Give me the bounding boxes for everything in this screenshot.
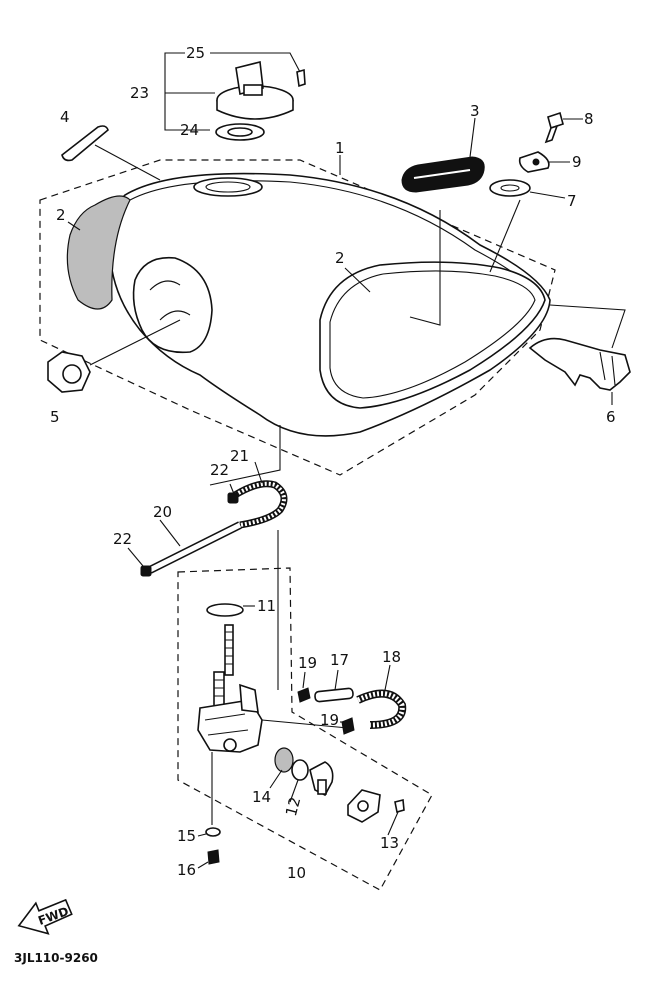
callout-8: 8 — [584, 110, 594, 128]
cock-lever — [309, 761, 334, 797]
callout-15: 15 — [177, 827, 196, 845]
callout-3: 3 — [470, 102, 480, 120]
fuel-hose-assembly — [127, 425, 288, 690]
callout-21: 21 — [230, 447, 249, 465]
callout-12: 12 — [282, 795, 304, 818]
mounting-bolt — [544, 111, 583, 144]
o-ring-12 — [291, 759, 309, 781]
callout-23: 23 — [130, 84, 149, 102]
rubber-washer — [489, 179, 566, 273]
plate-screw — [394, 798, 405, 814]
cock-washer-screw — [197, 827, 221, 869]
callout-18: 18 — [382, 648, 401, 666]
fuel-tank-body — [109, 172, 551, 437]
clamp-19-lower — [341, 717, 355, 735]
cap-gasket — [215, 123, 265, 141]
mounting-collar — [518, 151, 570, 173]
hose-clamp-upper — [227, 492, 239, 504]
clamp-19-upper — [297, 687, 311, 703]
callout-13: 13 — [380, 834, 399, 852]
gasket-14 — [274, 747, 294, 773]
callout-17: 17 — [330, 651, 349, 669]
callout-2-side: 2 — [335, 249, 345, 267]
fuel-cock — [197, 603, 349, 825]
callout-9: 9 — [572, 153, 582, 171]
callout-20: 20 — [153, 503, 172, 521]
callout-22-lower: 22 — [113, 530, 132, 548]
screw-16 — [207, 849, 220, 865]
diagram-code: 3JL110-9260 — [14, 951, 98, 965]
hose-17 — [314, 687, 354, 703]
callout-25: 25 — [186, 44, 205, 62]
hose-clamp-lower — [140, 565, 152, 577]
callout-16: 16 — [177, 861, 196, 879]
callout-5: 5 — [50, 408, 60, 426]
callout-19-lower: 19 — [320, 711, 339, 729]
cap-screw — [296, 68, 306, 88]
callout-1: 1 — [335, 139, 345, 157]
fuel-cock-assembly-outline — [177, 567, 433, 891]
fwd-label: FWD — [36, 904, 70, 928]
callout-24: 24 — [180, 121, 199, 139]
callout-11: 11 — [257, 597, 276, 615]
cap-assembly-bracket — [164, 52, 301, 131]
callout-10: 10 — [287, 864, 306, 882]
callout-19-upper: 19 — [298, 654, 317, 672]
tank-rear-cover — [66, 195, 131, 310]
callout-14: 14 — [252, 788, 271, 806]
fuel-tank-cap — [216, 61, 294, 120]
hose-18 — [356, 689, 407, 729]
tank-damper — [61, 125, 161, 181]
callout-7: 7 — [567, 192, 577, 210]
fuel-cock-parts — [269, 747, 405, 836]
fuel-tank-assembly-outline — [39, 159, 556, 476]
cap-nut — [47, 319, 181, 393]
callout-6: 6 — [606, 408, 616, 426]
tank-emblem — [401, 117, 485, 193]
washer-15 — [205, 827, 221, 837]
vent-hose-assembly — [297, 664, 407, 735]
callout-2-left: 2 — [56, 206, 66, 224]
tank-bracket — [528, 304, 631, 405]
callout-4: 4 — [60, 108, 70, 126]
o-ring — [206, 603, 244, 617]
forward-arrow-icon: FWD — [17, 898, 73, 935]
filter-pipe — [224, 624, 234, 676]
callout-22-upper: 22 — [210, 461, 229, 479]
